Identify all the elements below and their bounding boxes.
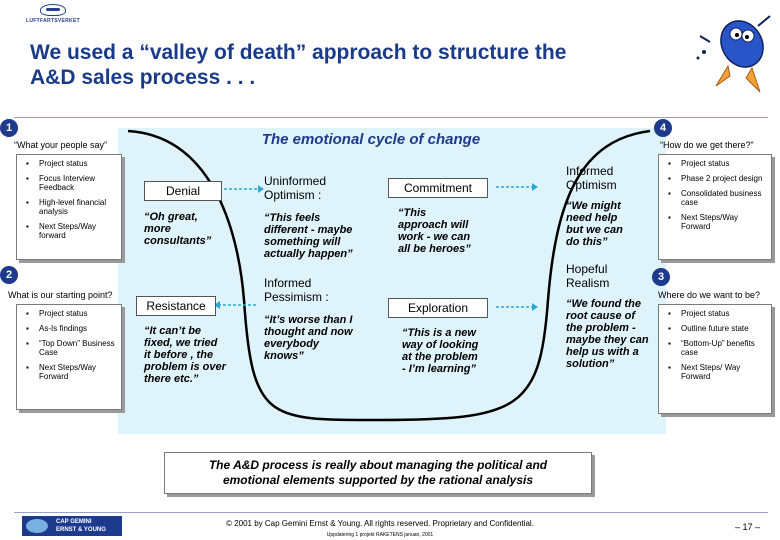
summary-line-2: emotional elements supported by the rati… xyxy=(222,473,534,487)
box4-item: Phase 2 project design xyxy=(665,174,767,183)
box2-item: Project status xyxy=(23,309,117,318)
box1-label: “What your people say” xyxy=(14,140,108,150)
quote-denial: “Oh great, more consultants” xyxy=(144,211,212,247)
stage-commitment: Commitment xyxy=(388,178,488,198)
box1-item: Project status xyxy=(23,159,117,168)
airplane-logo-icon xyxy=(40,4,66,16)
header-divider xyxy=(14,117,768,118)
summary-line-1: The A&D process is really about managing… xyxy=(208,458,548,472)
box2-item: As-Is findings xyxy=(23,324,117,333)
arrowhead-resistance-pessimism xyxy=(214,301,220,309)
stage-informed-pessimism: Informed Pessimism : xyxy=(264,276,329,304)
cycle-title: The emotional cycle of change xyxy=(261,131,481,148)
stage-resistance: Resistance xyxy=(136,296,216,316)
box1-item: Focus Interview Feedback xyxy=(23,174,117,192)
page-title: We used a “valley of death” approach to … xyxy=(30,40,670,90)
box2-item: Next Steps/Way Forward xyxy=(23,363,117,381)
page-title-line-1: We used a “valley of death” approach to … xyxy=(30,41,567,64)
badge-2: 2 xyxy=(0,266,18,284)
stage-denial: Denial xyxy=(144,181,222,201)
quote-informed-optimism: “We might need help but we can do this” xyxy=(566,200,623,248)
arrowhead-denial-uninformed xyxy=(258,185,264,193)
box3-item: “Bottom-Up” benefits case xyxy=(665,339,767,357)
valley-curve xyxy=(127,129,651,422)
quote-commitment: “This approach will work - we can all be… xyxy=(398,207,471,255)
quote-hopeful-realism: “We found the root cause of the problem … xyxy=(566,298,649,370)
quote-uninformed-optimism: “This feels different - maybe something … xyxy=(264,212,353,260)
top-logo-text: LUFTFARTSVERKET xyxy=(26,18,80,24)
box3-item: Next Steps/ Way Forward xyxy=(665,363,767,381)
box2-starting-point: Project status As-Is findings “Top Down”… xyxy=(16,304,122,410)
company-logo: CAP GEMINI ERNST & YOUNG xyxy=(22,516,122,536)
summary-box: The A&D process is really about managing… xyxy=(164,452,592,494)
box4-label: “How do we get there?” xyxy=(660,140,754,150)
box1-what-people-say: Project status Focus Interview Feedback … xyxy=(16,154,122,260)
arrowhead-exploration-realism xyxy=(532,303,538,311)
badge-1: 1 xyxy=(0,119,18,137)
box4-how-get-there: Project status Phase 2 project design Co… xyxy=(658,154,772,260)
quote-informed-pessimism: “It’s worse than I thought and now every… xyxy=(264,314,353,362)
box4-item: Consolidated business case xyxy=(665,189,767,207)
quote-resistance: “It can’t be fixed, we tried it before ,… xyxy=(144,325,226,385)
page-title-line-2: A&D sales process . . . xyxy=(30,66,256,89)
footer-subline: Uppdatering 1 projekt RAKETENS januari, … xyxy=(326,532,434,538)
box4-item: Project status xyxy=(665,159,767,168)
footer-divider xyxy=(14,512,768,513)
stage-uninformed-optimism: Uninformed Optimism : xyxy=(264,174,327,202)
box1-item: High-level financial analysis xyxy=(23,198,117,216)
arrowhead-commitment-informed xyxy=(532,183,538,191)
box2-label: What is our starting point? xyxy=(8,290,113,300)
copyright-text: © 2001 by Cap Gemini Ernst & Young. All … xyxy=(226,519,534,528)
stage-arrows xyxy=(214,183,538,311)
box2-item: “Top Down” Business Case xyxy=(23,339,117,357)
badge-3: 3 xyxy=(652,268,670,286)
box3-label: Where do we want to be? xyxy=(658,290,761,300)
quote-exploration: “This is a new way of looking at the pro… xyxy=(402,327,479,375)
company-logo-line-1: CAP GEMINI xyxy=(56,519,92,525)
rocket-mascot-icon xyxy=(696,15,771,93)
box4-item: Next Steps/Way Forward xyxy=(665,213,767,231)
company-logo-icon xyxy=(26,519,48,533)
page-number: – 17 – xyxy=(734,522,760,532)
top-logo: LUFTFARTSVERKET xyxy=(18,4,88,26)
box3-item: Outline future state xyxy=(665,324,767,333)
stage-informed-optimism: Informed Optimism xyxy=(566,164,617,192)
box1-item: Next Steps/Way forward xyxy=(23,222,117,240)
stage-hopeful-realism: Hopeful Realism xyxy=(566,262,610,290)
badge-4: 4 xyxy=(654,119,672,137)
box3-where-want-to-be: Project status Outline future state “Bot… xyxy=(658,304,772,414)
company-logo-line-2: ERNST & YOUNG xyxy=(56,527,106,533)
stage-exploration: Exploration xyxy=(388,298,488,318)
box3-item: Project status xyxy=(665,309,767,318)
